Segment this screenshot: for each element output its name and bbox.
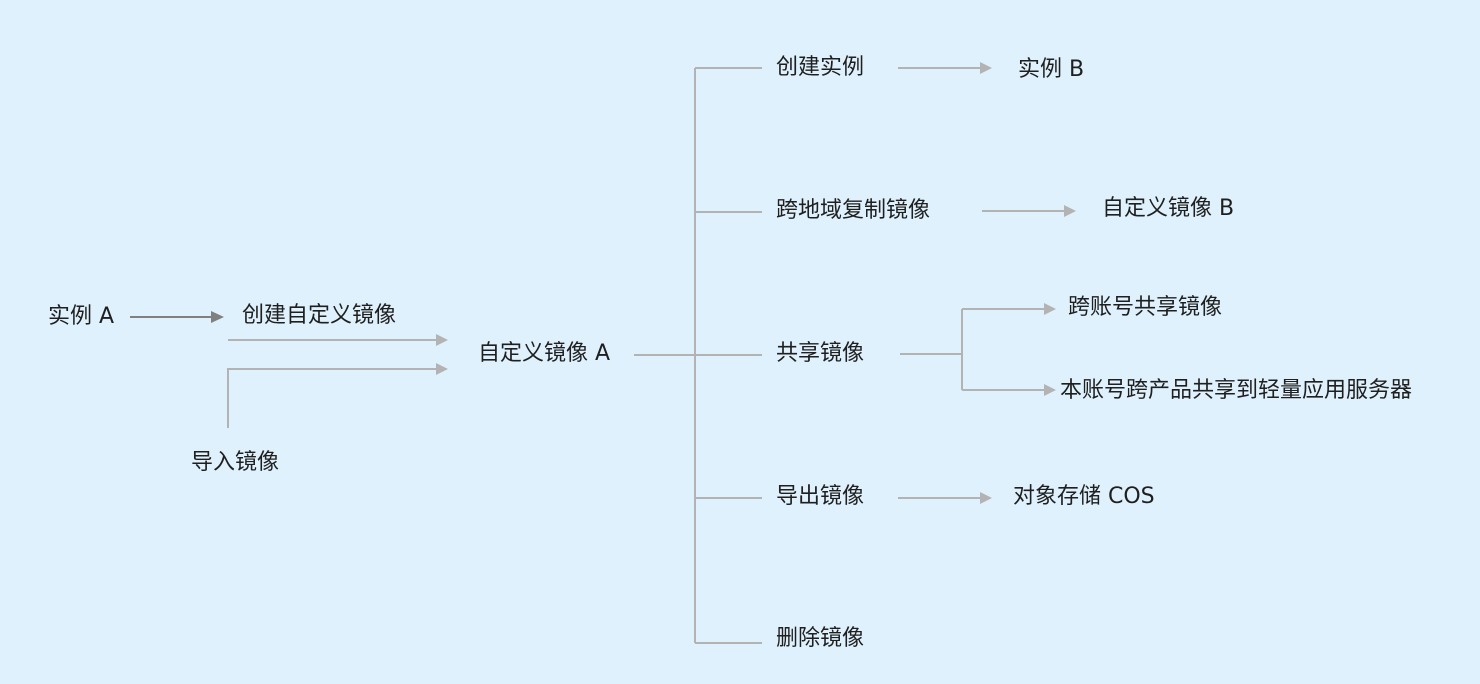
node-instance-a: 实例 A (48, 304, 115, 329)
arrow-create-to-custom-a (228, 334, 448, 346)
arrow-instance-a-to-create (130, 311, 224, 323)
node-export-image: 导出镜像 (776, 484, 865, 509)
node-create-instance: 创建实例 (776, 55, 865, 80)
node-instance-b: 实例 B (1018, 57, 1085, 82)
arrow-cross-region-to-custom-b (982, 205, 1076, 217)
node-cross-account-share: 跨账号共享镜像 (1068, 295, 1223, 320)
node-create-custom-image: 创建自定义镜像 (242, 303, 397, 328)
node-custom-image-a: 自定义镜像 A (478, 341, 611, 366)
node-delete-image: 删除镜像 (776, 626, 865, 651)
arrow-create-instance-to-b (898, 62, 992, 74)
node-share-image: 共享镜像 (776, 341, 865, 366)
node-same-account-share: 本账号跨产品共享到轻量应用服务器 (1060, 378, 1413, 403)
node-custom-image-b: 自定义镜像 B (1102, 196, 1235, 221)
node-cross-region-copy: 跨地域复制镜像 (776, 198, 931, 223)
arrow-share-fork (900, 303, 1056, 396)
node-import-image: 导入镜像 (191, 450, 280, 475)
arrow-export-to-cos (898, 492, 992, 504)
arrow-import-to-custom-a (227, 363, 448, 428)
node-cos-storage: 对象存储 COS (1013, 484, 1155, 509)
